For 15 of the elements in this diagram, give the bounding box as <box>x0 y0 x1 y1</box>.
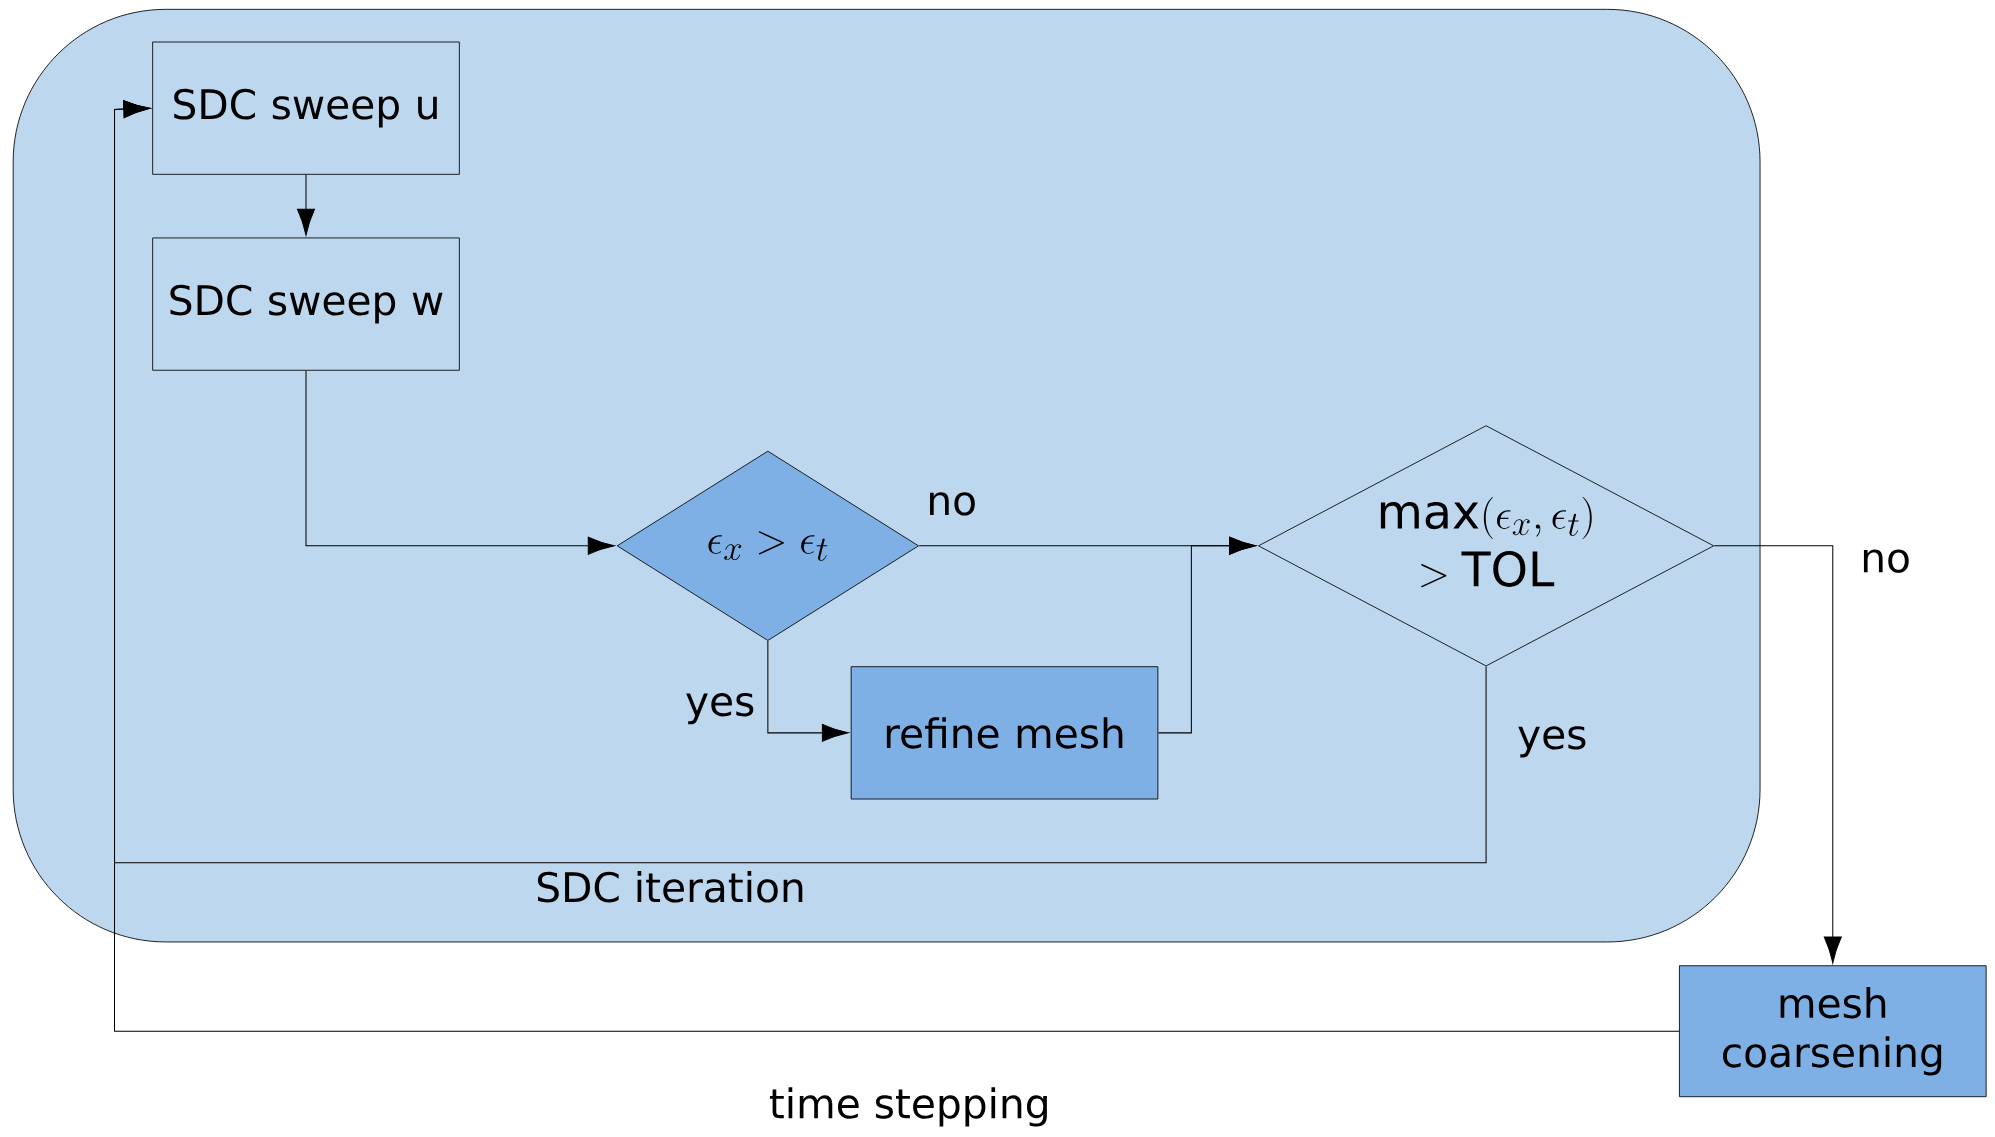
edge-label: no <box>1863 549 1909 573</box>
arrow <box>114 99 1680 1032</box>
arrow <box>1713 545 1842 964</box>
arrow <box>297 174 315 236</box>
arrow <box>305 369 615 555</box>
process-box: refine mesh <box>850 666 1159 800</box>
process-box: mesh coarsening <box>1679 965 1987 1097</box>
edge-label: yes <box>686 692 754 725</box>
arrow <box>767 640 849 742</box>
arrow <box>1157 536 1256 734</box>
process-box: SDC sweep u <box>152 41 460 175</box>
edge-label: yes <box>1518 725 1586 758</box>
edge-label: no <box>930 491 975 516</box>
process-box: SDC sweep w <box>152 237 460 371</box>
loop-label: time stepping <box>769 1087 1047 1127</box>
